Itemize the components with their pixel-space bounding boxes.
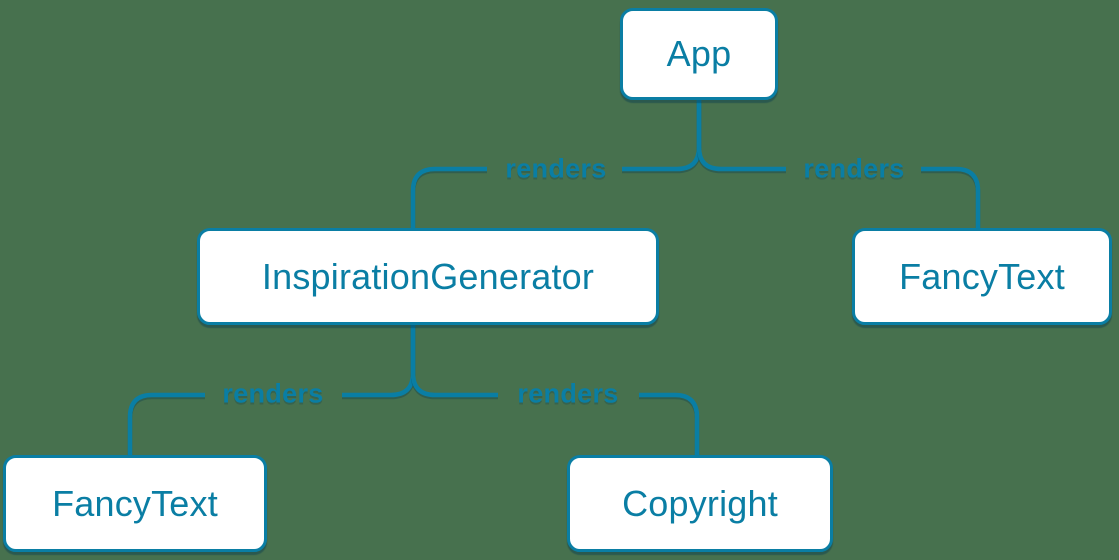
node-fancy-text-top-right: FancyText <box>852 228 1112 325</box>
wire-inspirationgenerator-to-copyright-stub <box>410 325 498 398</box>
edge-label-renders-inspirationgenerator-copyright: renders <box>517 378 619 409</box>
edge-label-renders-app-fancytext: renders <box>803 153 905 184</box>
edge-app-to-fancytext <box>696 100 981 228</box>
node-app-label: App <box>666 33 732 74</box>
wire-inspirationgenerator-to-fancytext-drop <box>127 392 205 455</box>
node-copyright-label: Copyright <box>622 482 778 524</box>
wire-app-to-fancytext-stub <box>696 100 786 172</box>
wire-inspirationgenerator-to-fancytext-stub <box>342 325 416 398</box>
wire-app-to-fancytext-drop <box>921 166 981 228</box>
edge-label-renders-inspirationgenerator-fancytext: renders <box>222 378 324 409</box>
wire-inspirationgenerator-to-copyright-drop <box>639 392 700 455</box>
node-copyright: Copyright <box>567 455 833 552</box>
node-fancy-text-bottom-left-label: FancyText <box>52 482 218 524</box>
wire-app-to-inspirationgenerator-drop <box>410 166 487 228</box>
wire-app-to-inspirationgenerator-stub <box>622 100 702 172</box>
node-inspiration-generator-label: InspirationGenerator <box>261 255 595 297</box>
node-fancy-text-top-right-label: FancyText <box>899 255 1065 297</box>
node-app: App <box>620 8 778 100</box>
node-inspiration-generator: InspirationGenerator <box>197 228 659 325</box>
node-fancy-text-bottom-left: FancyText <box>3 455 267 552</box>
edge-label-renders-app-inspirationgenerator: renders <box>505 153 607 184</box>
edge-inspirationgenerator-to-copyright <box>410 325 700 455</box>
